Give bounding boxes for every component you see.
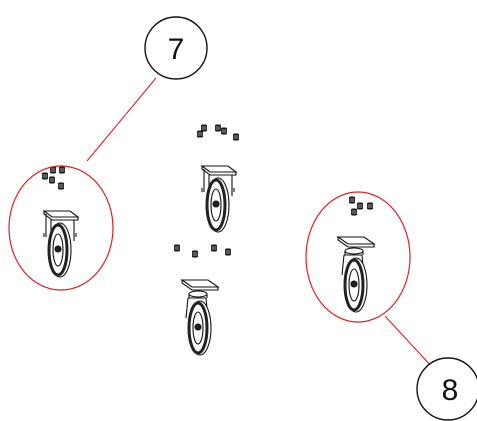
hardware-bolts-right xyxy=(349,196,373,216)
caster-fixed-left xyxy=(42,209,80,279)
callout-8-highlight-ellipse xyxy=(305,191,411,323)
hardware-bolts-left xyxy=(42,166,65,190)
hardware-bolts-center-bottom xyxy=(174,244,231,258)
callout-8: 8 xyxy=(416,357,477,421)
callout-8-label: 8 xyxy=(442,374,459,407)
hardware-bolts-center-top xyxy=(197,124,239,141)
caster-swivel-right xyxy=(336,235,376,314)
caster-swivel-center-bottom xyxy=(180,278,220,357)
callout-8-leader-line xyxy=(384,315,433,368)
callout-7-leader-line xyxy=(86,77,157,162)
caster-fixed-center-top xyxy=(200,164,238,234)
callout-8-circle xyxy=(416,357,477,421)
callout-7-highlight-ellipse xyxy=(8,165,114,291)
callout-7-circle xyxy=(144,16,208,80)
callout-7: 7 xyxy=(144,16,208,80)
callout-7-label: 7 xyxy=(168,33,185,66)
